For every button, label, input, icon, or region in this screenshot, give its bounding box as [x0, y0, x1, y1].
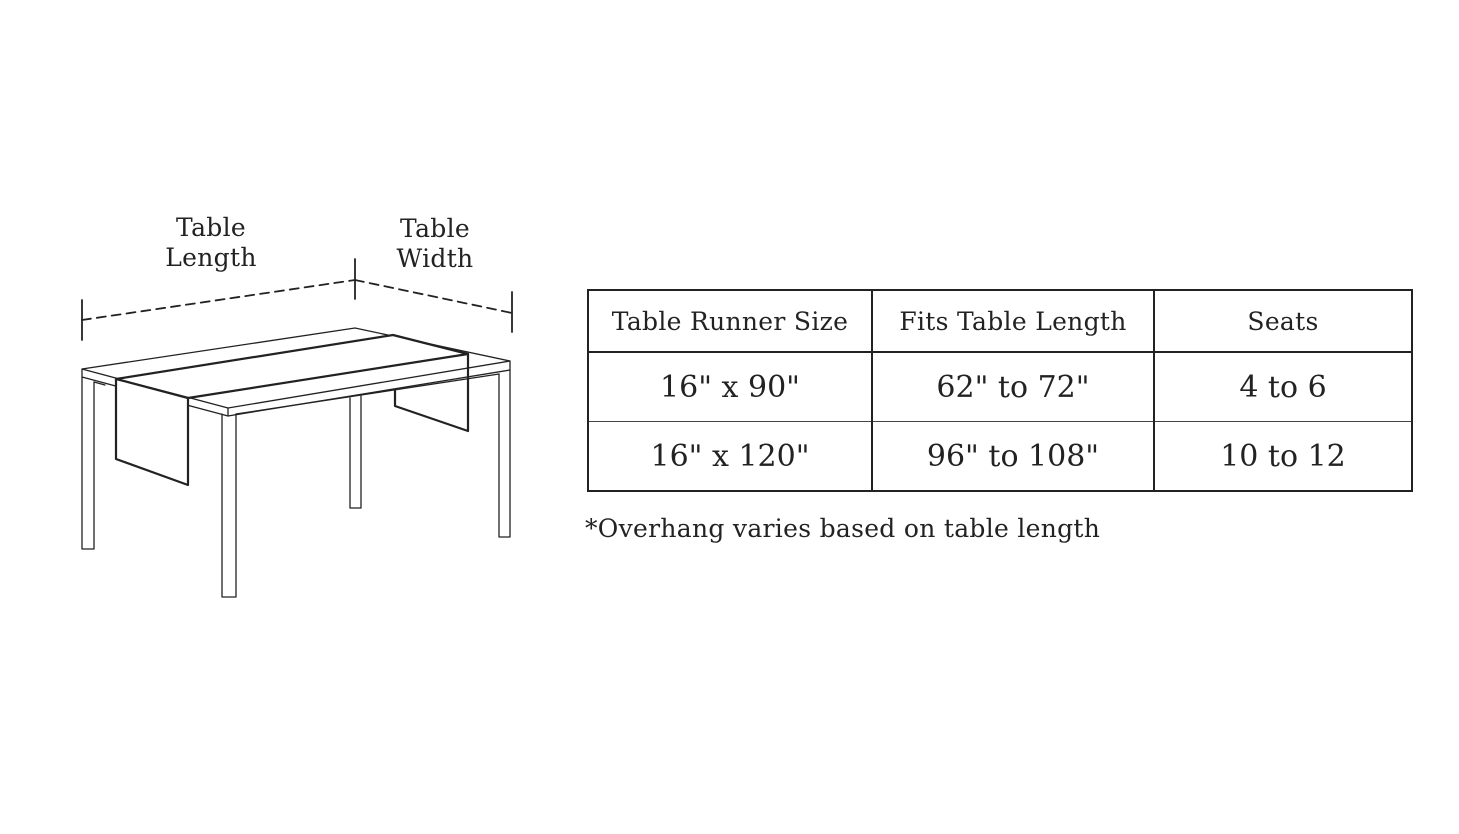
table-legs	[81, 369, 511, 598]
cell-fits-table-length: 62" to 72"	[871, 352, 1154, 422]
table-runner-diagram	[81, 258, 513, 598]
length-dimension-line	[81, 279, 356, 341]
table-runner	[114, 333, 470, 487]
table-length-label: Table Length	[146, 213, 276, 273]
table-width-label: Table Width	[370, 214, 500, 274]
cell-runner-size: 16" x 90"	[588, 352, 872, 422]
table-length-label-line-2: Length	[165, 243, 257, 272]
header-fits-table-length: Fits Table Length	[871, 290, 1154, 353]
table-header-row: Table Runner Size Fits Table Length Seat…	[588, 290, 1412, 353]
runner-size-table: Table Runner Size Fits Table Length Seat…	[587, 289, 1413, 492]
cell-fits-table-length: 96" to 108"	[871, 421, 1154, 491]
width-dimension-line	[354, 258, 513, 333]
header-runner-size: Table Runner Size	[588, 290, 872, 353]
cell-runner-size: 16" x 120"	[650, 438, 810, 474]
overhang-footnote: *Overhang varies based on table length	[585, 514, 1101, 543]
table-width-label-line-1: Table	[400, 214, 470, 243]
cell-seats: 4 to 6	[1153, 352, 1412, 422]
table-row: 16" x 90" 62" to 72" 4 to 6	[588, 352, 1412, 422]
table-width-label-line-2: Width	[396, 244, 474, 273]
table-row: 16" x 120" 96" to 108" 10 to 12	[588, 421, 1412, 491]
table-length-label-line-1: Table	[176, 213, 246, 242]
header-seats: Seats	[1153, 290, 1412, 353]
cell-seats: 10 to 12	[1153, 421, 1412, 491]
